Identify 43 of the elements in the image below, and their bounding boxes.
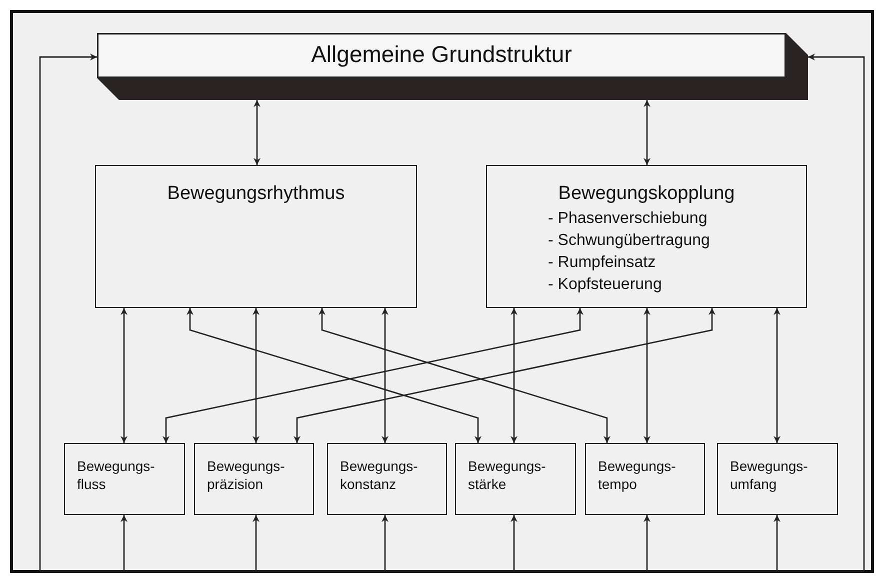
box-title: Bewegungsrhythmus bbox=[166, 183, 346, 205]
list-item: - Phasenverschiebung bbox=[548, 210, 708, 228]
feedback-line bbox=[40, 570, 864, 572]
arrow bbox=[39, 54, 97, 571]
arrow bbox=[252, 515, 260, 571]
quality-box bbox=[327, 443, 447, 515]
box-label: Bewegungs- stärke bbox=[468, 457, 546, 493]
category-box bbox=[486, 165, 807, 308]
box-label: Bewegungs- präzision bbox=[207, 457, 285, 493]
arrow bbox=[644, 515, 650, 571]
quality-box bbox=[717, 443, 838, 515]
category-box bbox=[95, 165, 417, 308]
box-label: Bewegungs- umfang bbox=[730, 457, 808, 493]
quality-box bbox=[194, 443, 314, 515]
arrow bbox=[162, 308, 584, 443]
quality-box bbox=[455, 443, 576, 515]
quality-box bbox=[64, 443, 185, 515]
box-label: Bewegungs- konstanz bbox=[340, 457, 418, 493]
list-item: - Kopfsteuerung bbox=[548, 276, 662, 294]
list-item: - Schwungübertragung bbox=[548, 232, 710, 250]
box-label: Bewegungs- tempo bbox=[598, 457, 676, 493]
box-label: Bewegungs- fluss bbox=[77, 457, 155, 493]
arrow bbox=[644, 308, 650, 443]
arrow bbox=[294, 308, 716, 443]
arrow bbox=[644, 100, 650, 165]
arrow bbox=[510, 308, 518, 443]
beam-box bbox=[97, 33, 808, 100]
arrow bbox=[120, 308, 128, 443]
arrow bbox=[252, 308, 260, 443]
arrow bbox=[318, 308, 610, 443]
list-item: - Rumpfeinsatz bbox=[548, 254, 656, 272]
arrow bbox=[382, 515, 388, 571]
arrow bbox=[774, 308, 780, 443]
box-title: Bewegungskopplung bbox=[557, 183, 736, 205]
arrow bbox=[808, 54, 865, 571]
box-title: Allgemeine Grundstruktur bbox=[310, 41, 573, 68]
arrow bbox=[120, 515, 128, 571]
quality-box bbox=[585, 443, 705, 515]
arrow bbox=[774, 515, 780, 571]
arrow bbox=[254, 100, 260, 165]
arrow bbox=[382, 308, 388, 443]
arrow bbox=[510, 515, 518, 571]
arrow bbox=[186, 308, 482, 443]
